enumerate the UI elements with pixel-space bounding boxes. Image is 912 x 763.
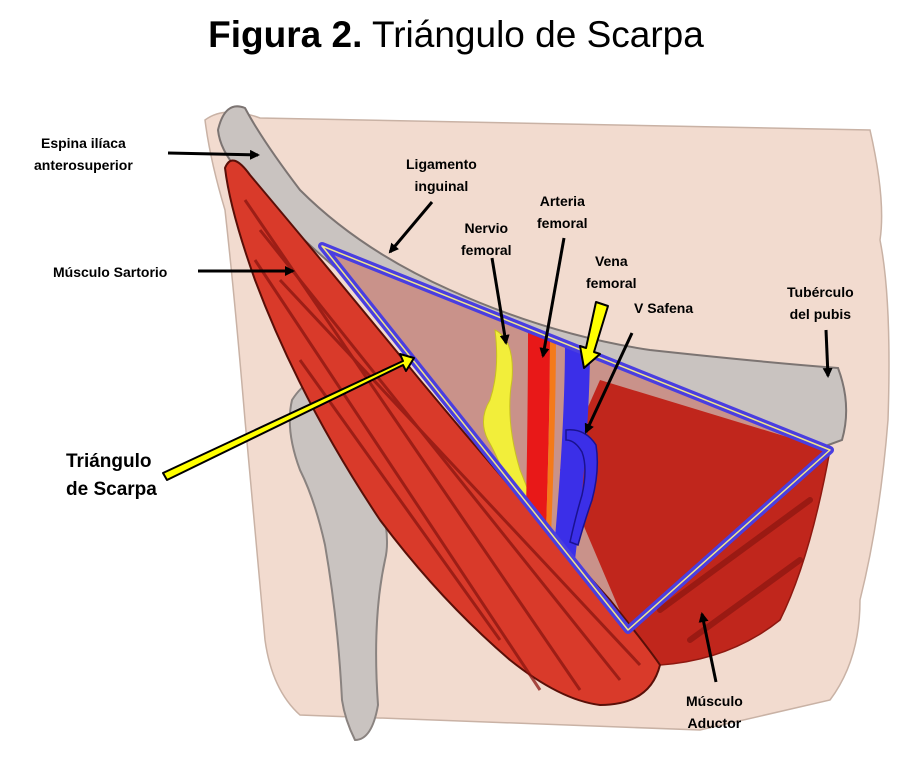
label-musculo-sartorio: Músculo Sartorio [53,264,168,280]
scarpa-triangle-outline-inner [321,245,831,631]
arrow-safena [584,332,634,434]
label-espina-iliaca: Espina ilíaca anterosuperior [34,135,133,173]
label-v-safena: V Safena [634,300,694,316]
arrow-arteria [539,237,566,358]
arrow-aductor [698,612,718,683]
figure-title-text: Triángulo de Scarpa [372,14,704,55]
arrow-espina [167,149,260,160]
pointer-arrows [167,149,833,683]
saphenous-vein [565,429,599,546]
figure-title: Figura 2. Triángulo de Scarpa [0,14,912,56]
yellow-pointer-triangulo [162,353,415,481]
label-tuberculo-pubis: Tubérculo del pubis [787,284,854,322]
artery-edge [545,330,556,560]
sartorius-fibers [243,199,642,691]
arrow-ligamento [388,201,434,254]
figure-number: Figura 2. [208,14,363,55]
label-vena-femoral: Vena femoral [586,253,637,291]
label-triangulo-scarpa: Triángulo de Scarpa [66,451,157,500]
label-ligamento-inguinal: Ligamento inguinal [406,156,477,194]
label-nervio-femoral: Nervio femoral [461,220,512,258]
yellow-pointer-vena [579,301,609,369]
arrow-tuberculo [822,329,833,378]
label-arteria-femoral: Arteria femoral [537,193,588,231]
arrow-nervio [490,257,510,345]
label-musculo-aductor: Músculo Aductor [686,693,743,731]
